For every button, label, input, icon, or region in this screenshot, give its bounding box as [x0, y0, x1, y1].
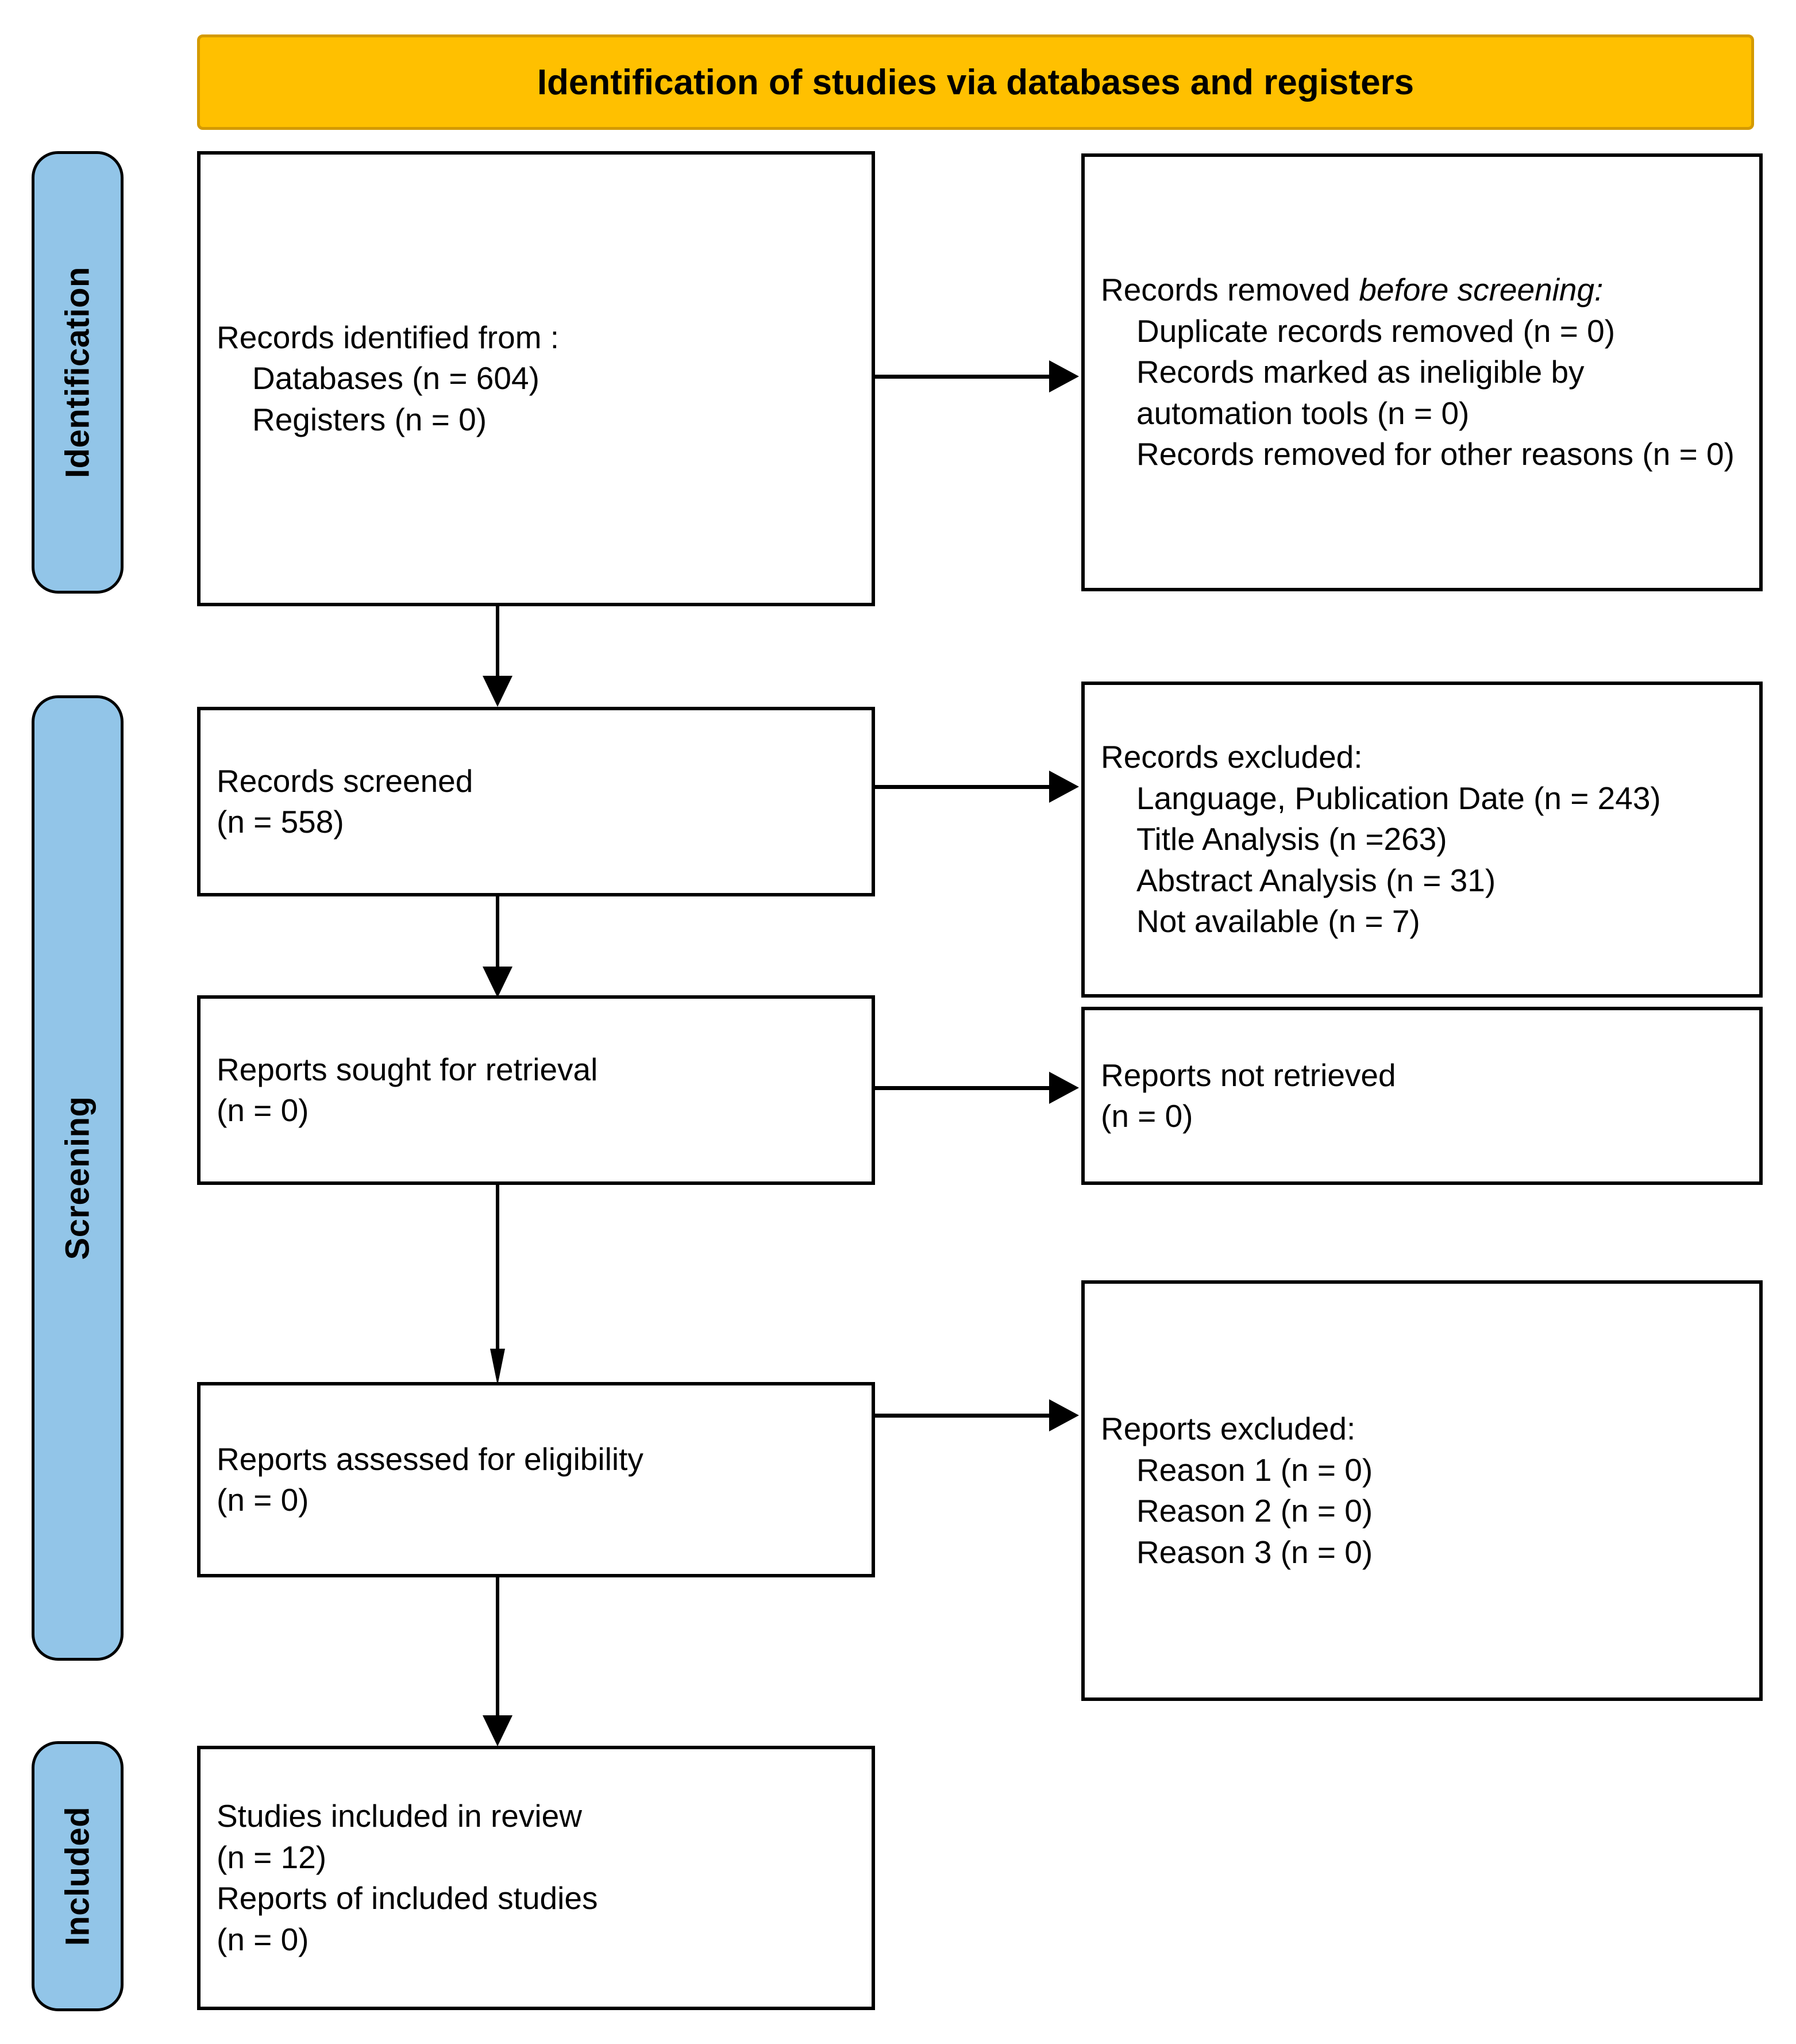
box-reports-sought: Reports sought for retrieval (n = 0): [197, 995, 875, 1185]
reports-assessed-line-1: (n = 0): [217, 1482, 309, 1518]
records-removed-heading-colon: :: [1594, 272, 1604, 308]
connector-sought-to-not-retrieved: [875, 1086, 1056, 1090]
records-removed-line-0: Duplicate records removed (n = 0): [1136, 313, 1616, 349]
arrowhead-assessed-to-included: [483, 1715, 512, 1746]
studies-included-line-2: Reports of included studies: [217, 1880, 598, 1916]
records-excluded-line-1: Title Analysis (n =263): [1136, 821, 1447, 857]
records-identified-line-1: Databases (n = 604): [252, 360, 539, 397]
records-identified-line-2: Registers (n = 0): [252, 401, 487, 437]
box-reports-not-retrieved-body: Reports not retrieved (n = 0): [1085, 1055, 1759, 1137]
box-reports-excluded-body: Reports excluded: Reason 1 (n = 0) Reaso…: [1085, 1408, 1759, 1573]
records-excluded-line-3: Not available (n = 7): [1136, 903, 1420, 940]
reports-sought-line-0: Reports sought for retrieval: [217, 1051, 598, 1087]
arrowhead-screened-to-sought: [483, 967, 512, 998]
reports-assessed-line-0: Reports assessed for eligibility: [217, 1441, 643, 1477]
connector-identified-to-screened: [496, 606, 499, 681]
box-reports-assessed-body: Reports assessed for eligibility (n = 0): [201, 1439, 872, 1521]
box-reports-not-retrieved: Reports not retrieved (n = 0): [1081, 1007, 1763, 1185]
connector-screened-to-sought: [496, 896, 499, 971]
records-removed-heading-italic: before screening: [1359, 272, 1595, 308]
reports-sought-line-1: (n = 0): [217, 1092, 309, 1128]
records-excluded-heading: Records excluded:: [1101, 739, 1363, 775]
records-removed-heading-text: Records removed: [1101, 272, 1359, 308]
arrowhead-screened-to-excluded: [1049, 771, 1079, 803]
stage-bar-included: Included: [32, 1741, 124, 2011]
studies-included-line-0: Studies included in review: [217, 1798, 582, 1834]
records-screened-line-1: (n = 558): [217, 804, 344, 840]
records-excluded-line-2: Abstract Analysis (n = 31): [1136, 862, 1496, 898]
arrowhead-assessed-to-reports-excluded: [1049, 1399, 1079, 1431]
reports-excluded-line-1: Reason 2 (n = 0): [1136, 1493, 1373, 1529]
box-records-screened-body: Records screened (n = 558): [201, 761, 872, 843]
box-records-identified-body: Records identified from : Databases (n =…: [201, 317, 872, 441]
records-excluded-line-0: Language, Publication Date (n = 243): [1136, 780, 1661, 816]
title-banner-text: Identification of studies via databases …: [537, 62, 1415, 102]
box-records-excluded: Records excluded: Language, Publication …: [1081, 682, 1763, 998]
arrowhead-identified-to-screened: [483, 676, 512, 707]
box-reports-excluded: Reports excluded: Reason 1 (n = 0) Reaso…: [1081, 1280, 1763, 1701]
records-removed-line-2: Records removed for other reasons (n = 0…: [1136, 436, 1735, 472]
box-records-removed: Records removed before screening: Duplic…: [1081, 153, 1763, 591]
box-studies-included: Studies included in review (n = 12) Repo…: [197, 1746, 875, 2010]
connector-assessed-to-included: [496, 1577, 499, 1718]
stage-bar-screening-label: Screening: [59, 1096, 97, 1260]
box-reports-assessed: Reports assessed for eligibility (n = 0): [197, 1382, 875, 1577]
reports-not-retrieved-line-0: Reports not retrieved: [1101, 1057, 1396, 1093]
arrowhead-identified-to-removed: [1049, 360, 1079, 392]
records-identified-line-0: Records identified from :: [217, 319, 560, 355]
box-reports-sought-body: Reports sought for retrieval (n = 0): [201, 1049, 872, 1131]
box-records-removed-body: Records removed before screening: Duplic…: [1085, 270, 1759, 475]
stage-bar-identification-label: Identification: [59, 267, 97, 478]
connector-screened-to-excluded: [875, 785, 1056, 789]
arrowhead-sought-to-assessed: [490, 1349, 505, 1385]
stage-bar-included-label: Included: [59, 1806, 97, 1946]
reports-excluded-line-2: Reason 3 (n = 0): [1136, 1534, 1373, 1570]
connector-assessed-to-reports-excluded: [875, 1414, 1056, 1418]
title-banner: Identification of studies via databases …: [197, 34, 1754, 130]
records-removed-line-1: Records marked as ineligible by automati…: [1136, 354, 1585, 431]
reports-not-retrieved-line-1: (n = 0): [1101, 1098, 1193, 1134]
stage-bar-screening: Screening: [32, 695, 124, 1661]
arrowhead-sought-to-not-retrieved: [1049, 1072, 1079, 1104]
box-records-excluded-body: Records excluded: Language, Publication …: [1085, 737, 1759, 942]
records-screened-line-0: Records screened: [217, 763, 473, 799]
box-records-screened: Records screened (n = 558): [197, 707, 875, 896]
records-removed-heading: Records removed before screening:: [1101, 270, 1743, 311]
connector-identified-to-removed: [875, 375, 1056, 379]
studies-included-line-1: (n = 12): [217, 1839, 327, 1875]
reports-excluded-heading: Reports excluded:: [1101, 1411, 1356, 1446]
reports-excluded-line-0: Reason 1 (n = 0): [1136, 1452, 1373, 1488]
box-records-identified: Records identified from : Databases (n =…: [197, 151, 875, 606]
stage-bar-identification: Identification: [32, 151, 124, 594]
box-studies-included-body: Studies included in review (n = 12) Repo…: [201, 1796, 872, 1960]
studies-included-line-3: (n = 0): [217, 1921, 309, 1957]
connector-sought-to-assessed: [496, 1185, 499, 1354]
